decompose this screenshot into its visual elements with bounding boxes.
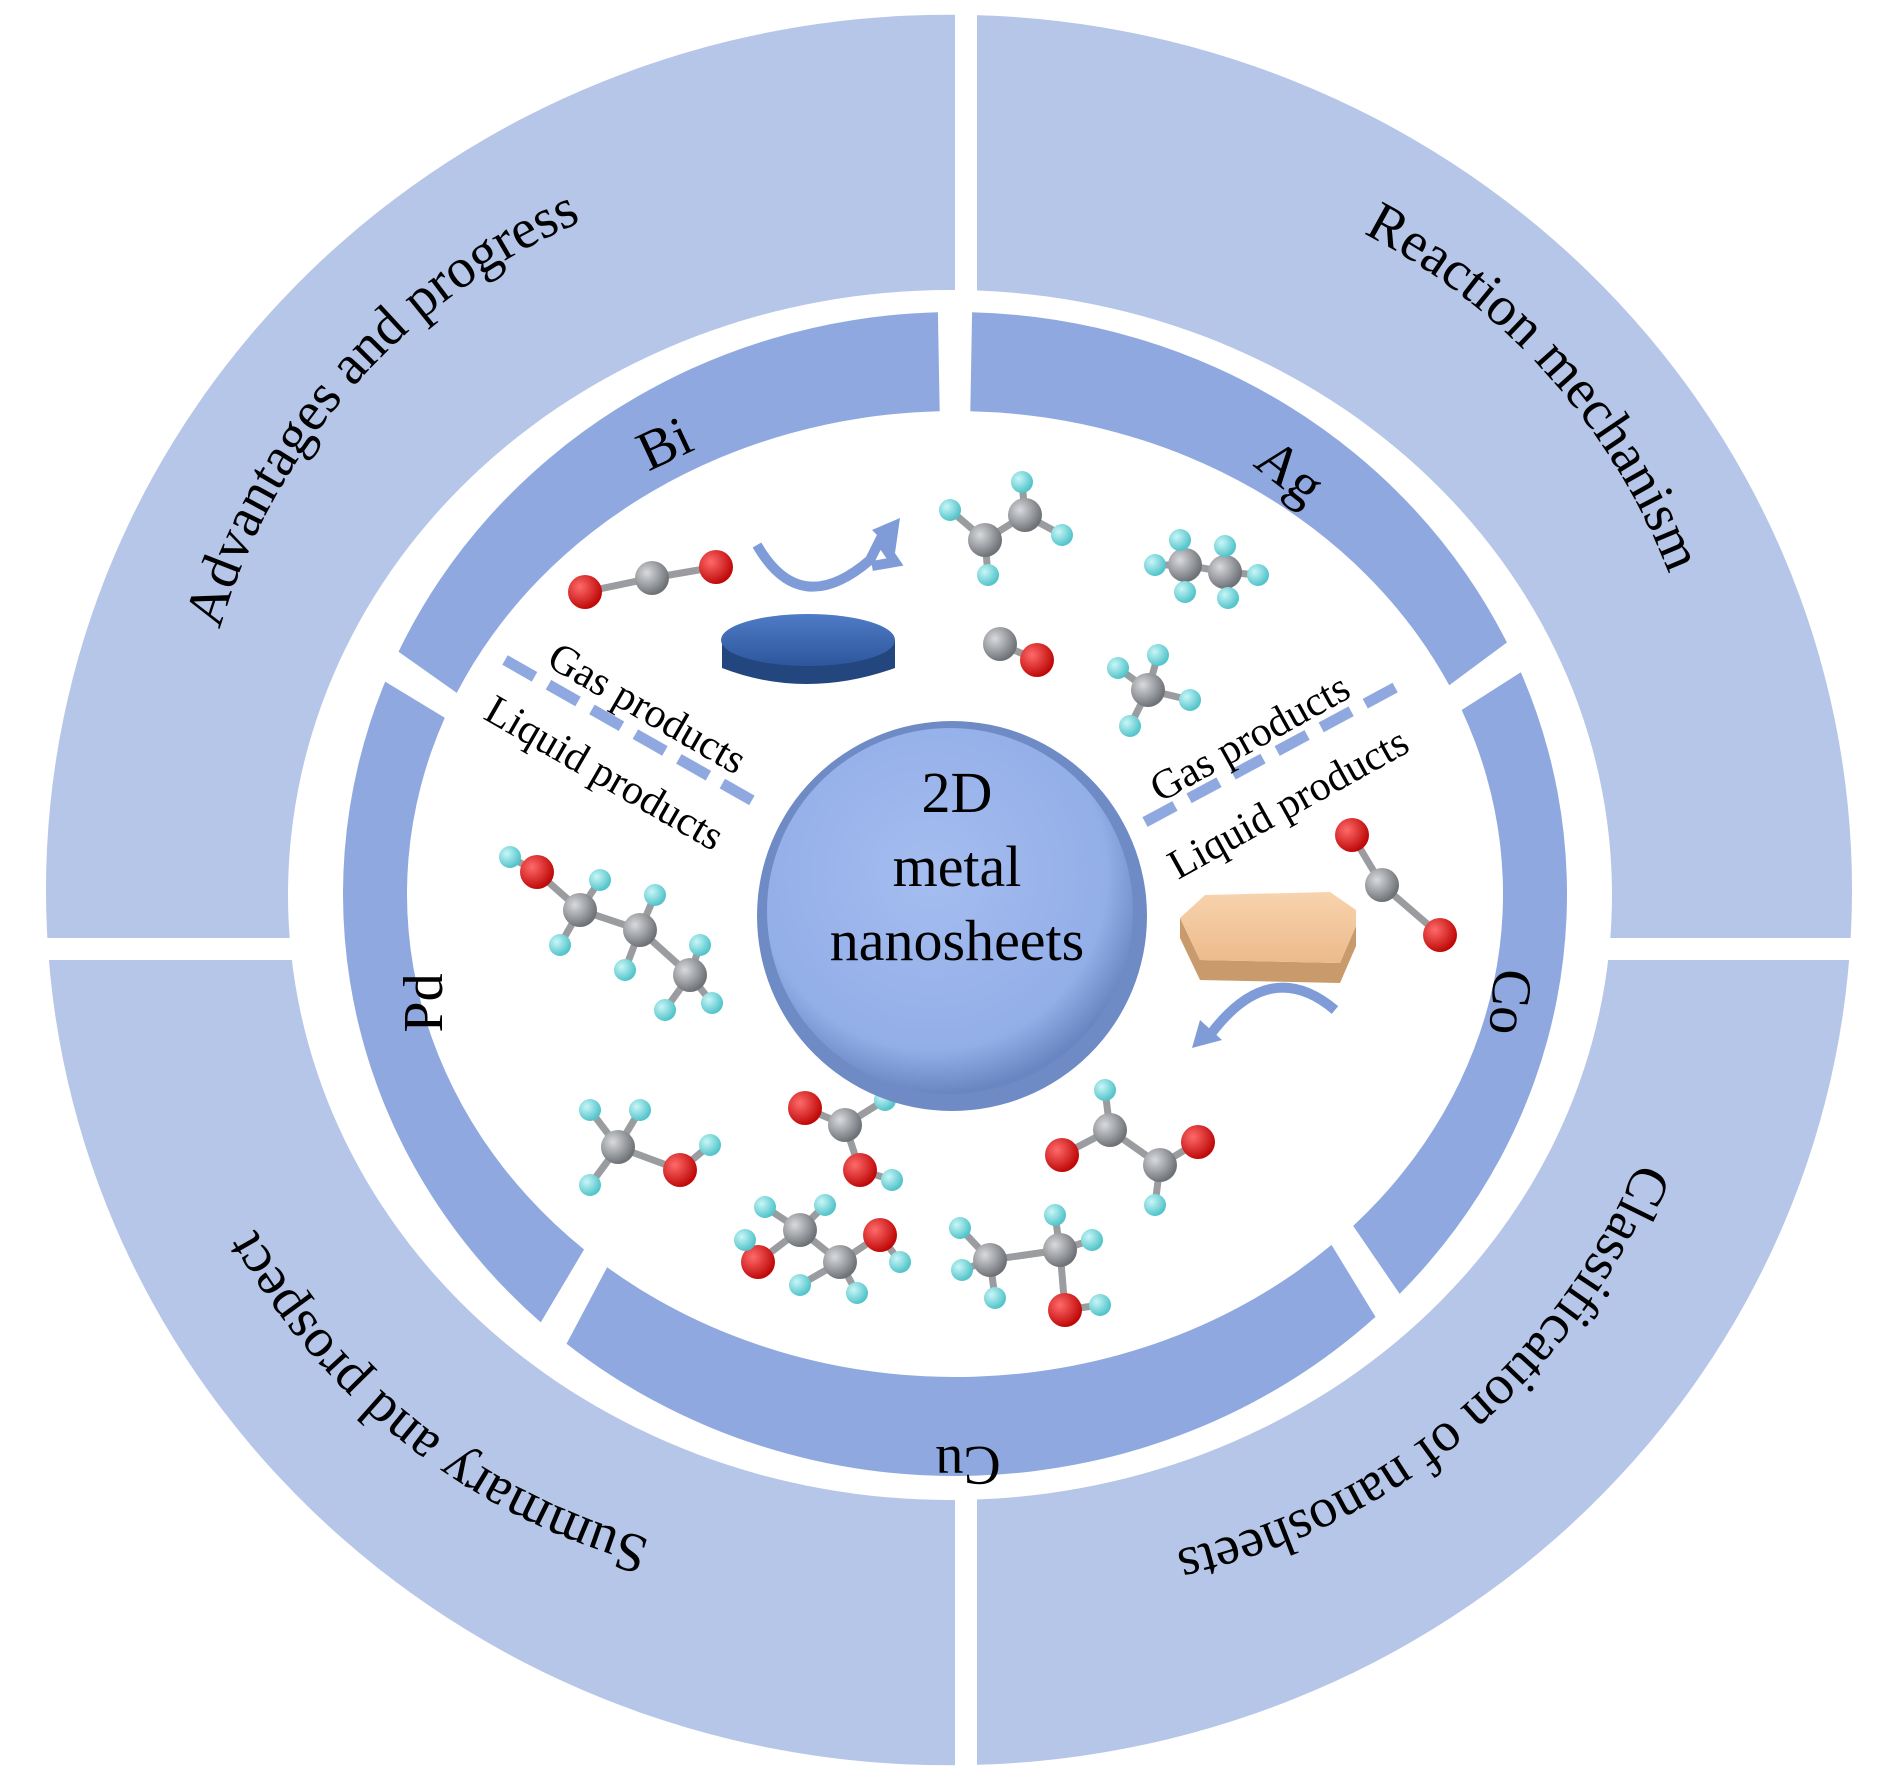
metal-label-cu[interactable]: Cu (935, 1434, 1000, 1496)
carbon-atom (1168, 548, 1202, 582)
hydrogen-atom (699, 1134, 721, 1156)
hydrogen-atom (1169, 529, 1191, 551)
center-title-line-3: nanosheets (830, 908, 1085, 973)
hydrogen-atom (589, 869, 611, 891)
hydrogen-atom (846, 1282, 868, 1304)
hydrogen-atom (1217, 587, 1239, 609)
metal-segment-co[interactable] (1353, 672, 1567, 1294)
carbon-atom (823, 1245, 857, 1279)
center-title-line-2: metal (893, 834, 1022, 899)
metal-label-pd[interactable]: Pd (393, 973, 455, 1032)
carbon-atom (973, 1243, 1007, 1277)
metal-label-co[interactable]: Co (1476, 967, 1543, 1038)
hydrogen-atom (734, 1229, 756, 1251)
hydrogen-atom (629, 1099, 651, 1121)
hydrogen-atom (1247, 564, 1269, 586)
oxygen-atom (1423, 918, 1457, 952)
hydrogen-atom (689, 934, 711, 956)
hydrogen-atom (579, 1099, 601, 1121)
carbon-atom (783, 1213, 817, 1247)
oxygen-atom (1045, 1138, 1079, 1172)
carbon-atom (1093, 1113, 1127, 1147)
carbon-atom (828, 1108, 862, 1142)
hydrogen-atom (1144, 554, 1166, 576)
hydrogen-atom (579, 1174, 601, 1196)
carbon-atom (673, 958, 707, 992)
hydrogen-atom (951, 1259, 973, 1281)
carbon-atom (623, 913, 657, 947)
hydrogen-atom (1044, 1204, 1066, 1226)
hydrogen-atom (1107, 657, 1129, 679)
hydrogen-atom (1179, 689, 1201, 711)
hydrogen-atom (984, 1287, 1006, 1309)
oxygen-atom (843, 1153, 877, 1187)
bi-nanosheet-icon (721, 614, 895, 684)
metal-segment-pd[interactable] (342, 681, 585, 1323)
carbon-atom (1008, 498, 1042, 532)
hydrogen-atom (549, 934, 571, 956)
oxygen-atom (568, 575, 602, 609)
hydrogen-atom (881, 1169, 903, 1191)
hydrogen-atom (1147, 644, 1169, 666)
hydrogen-atom (654, 999, 676, 1021)
hydrogen-atom (1089, 1294, 1111, 1316)
metal-segment-cu[interactable] (566, 1244, 1376, 1476)
hydrogen-atom (1119, 715, 1141, 737)
curved-arrow-icon (752, 518, 904, 592)
oxygen-atom (1335, 818, 1369, 852)
hydrogen-atom (1081, 1229, 1103, 1251)
hydrogen-atom (754, 1196, 776, 1218)
hydrogen-atom (814, 1194, 836, 1216)
metal-segment-ag[interactable] (970, 312, 1507, 686)
hydrogen-atom (701, 992, 723, 1014)
hydrogen-atom (977, 564, 999, 586)
carbon-atom (1208, 555, 1242, 589)
molecule-illustrations (499, 471, 1457, 1327)
oxygen-atom (663, 1153, 697, 1187)
oxygen-atom (1020, 643, 1054, 677)
hydrogen-atom (1094, 1079, 1116, 1101)
copper-nanosheet-icon (1180, 892, 1356, 983)
carbon-atom (983, 627, 1017, 661)
hydrogen-atom (889, 1251, 911, 1273)
hydrogen-atom (1051, 524, 1073, 546)
carbon-atom (635, 561, 669, 595)
hydrogen-atom (1214, 535, 1236, 557)
metal-ring (342, 312, 1567, 1476)
oxygen-atom (863, 1218, 897, 1252)
carbon-atom (1365, 868, 1399, 902)
oxygen-atom (1181, 1125, 1215, 1159)
curved-arrow-icon (1192, 982, 1339, 1048)
carbon-atom (563, 893, 597, 927)
carbon-atom (1143, 1148, 1177, 1182)
oxygen-atom (1048, 1293, 1082, 1327)
hydrogen-atom (644, 884, 666, 906)
oxygen-atom (520, 855, 554, 889)
oxygen-atom (788, 1091, 822, 1125)
hydrogen-atom (939, 499, 961, 521)
center-disc[interactable] (757, 721, 1147, 1111)
hydrogen-atom (1174, 581, 1196, 603)
carbon-atom (968, 523, 1002, 557)
hydrogen-atom (614, 959, 636, 981)
center-title-line-1: 2D (922, 760, 993, 825)
hydrogen-atom (949, 1217, 971, 1239)
carbon-atom (1043, 1233, 1077, 1267)
carbon-atom (1131, 673, 1165, 707)
carbon-atom (601, 1130, 635, 1164)
oxygen-atom (699, 550, 733, 584)
hydrogen-atom (1144, 1194, 1166, 1216)
hydrogen-atom (789, 1274, 811, 1296)
oxygen-atom (741, 1245, 775, 1279)
metal-segment-bi[interactable] (398, 312, 940, 693)
hydrogen-atom (499, 846, 521, 868)
hydrogen-atom (1011, 471, 1033, 493)
